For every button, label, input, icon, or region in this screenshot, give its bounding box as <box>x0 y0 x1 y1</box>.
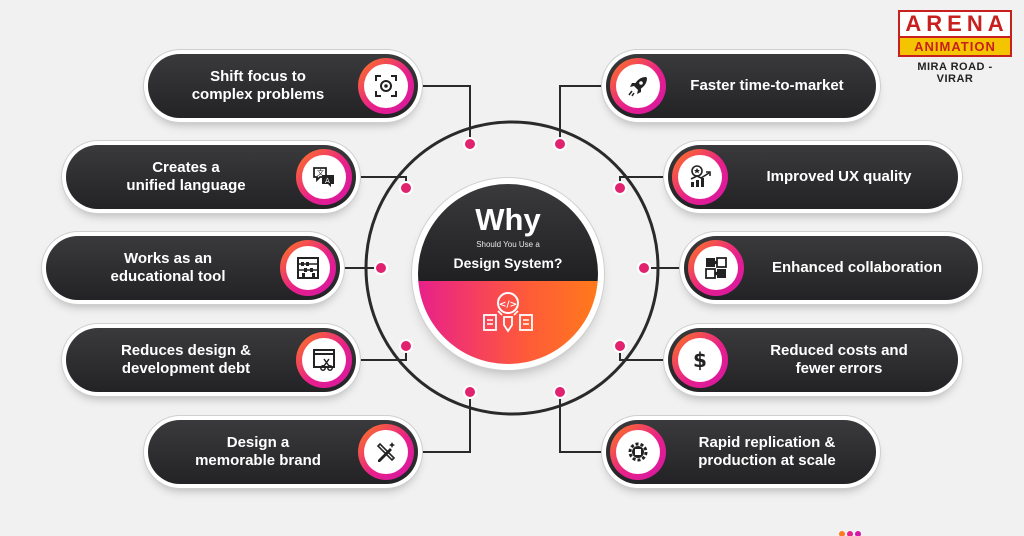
translate-icon: 文 A <box>313 167 334 187</box>
design-system-icon: </> <box>483 292 533 333</box>
benefit-item-left-1: Shift focus to complex problems <box>148 54 418 118</box>
benefit-item-left-5: Design a memorable brand <box>148 420 418 484</box>
gear-chip-icon <box>628 442 648 462</box>
connector-dot <box>399 181 413 195</box>
center-heading: Design System? <box>453 255 563 271</box>
logo-location: MIRA ROAD - VIRAR <box>917 61 993 85</box>
corner-decoration <box>839 531 861 536</box>
benefit-item-right-4: $ Reduced costs and fewer errors <box>668 328 958 392</box>
puzzle-hands-icon <box>705 257 727 279</box>
connector-left-2 <box>356 176 407 188</box>
browser-scissors-icon <box>313 349 335 371</box>
rating-growth-icon <box>690 165 711 187</box>
benefit-label: Enhanced collaboration <box>771 259 943 276</box>
connector-dot <box>463 137 477 151</box>
benefit-item-right-1: Faster time-to-market <box>606 54 876 118</box>
benefit-label: Design a memorable brand <box>195 434 321 469</box>
benefit-label: Faster time-to-market <box>690 77 844 94</box>
connector-dot <box>374 261 388 275</box>
svg-text:$: $ <box>693 348 707 372</box>
focus-target-icon <box>375 75 397 97</box>
benefit-item-left-2: Creates a unified language 文 A <box>66 145 356 209</box>
benefit-item-left-4: Reduces design & development debt <box>66 328 356 392</box>
benefit-label: Works as an educational tool <box>110 250 226 285</box>
design-tools-icon <box>376 442 396 462</box>
dollar-icon: $ <box>693 348 707 372</box>
benefit-item-right-3: Enhanced collaboration <box>684 236 978 300</box>
svg-text:</>: </> <box>499 300 517 310</box>
logo-sub: ANIMATION <box>900 36 1010 55</box>
connector-dot <box>613 339 627 353</box>
center-title: Why <box>475 202 541 237</box>
benefit-label: Rapid replication & production at scale <box>698 434 836 469</box>
connector-dot <box>463 385 477 399</box>
connector-right-1 <box>559 85 606 144</box>
connector-dot <box>637 261 651 275</box>
connector-dot <box>399 339 413 353</box>
benefit-label: Creates a unified language <box>126 159 246 194</box>
rocket-icon <box>628 77 647 97</box>
svg-text:文: 文 <box>317 168 324 177</box>
benefit-label: Shift focus to complex problems <box>191 68 325 103</box>
svg-text:A: A <box>325 177 330 185</box>
connector-dot <box>553 137 567 151</box>
connector-left-1 <box>418 85 471 144</box>
benefit-item-right-5: Rapid replication & production at scale <box>606 420 876 484</box>
connector-left-5 <box>418 392 471 453</box>
center-badge: Why Should You Use a Design System? </> <box>418 184 598 364</box>
connector-dot <box>613 181 627 195</box>
arena-animation-logo: ARENA ANIMATION MIRA ROAD - VIRAR <box>898 10 1012 85</box>
abacus-icon <box>297 257 319 279</box>
center-subtitle: Should You Use a <box>476 240 540 249</box>
benefit-item-right-2: Improved UX quality <box>668 145 958 209</box>
connector-right-5 <box>559 392 606 453</box>
benefit-label: Reduced costs and fewer errors <box>770 342 908 377</box>
benefit-label: Improved UX quality <box>766 168 912 185</box>
logo-brand: ARENA <box>905 11 1009 36</box>
connector-dot <box>553 385 567 399</box>
benefit-label: Reduces design & development debt <box>120 342 252 377</box>
benefit-item-left-3: Works as an educational tool <box>46 236 340 300</box>
